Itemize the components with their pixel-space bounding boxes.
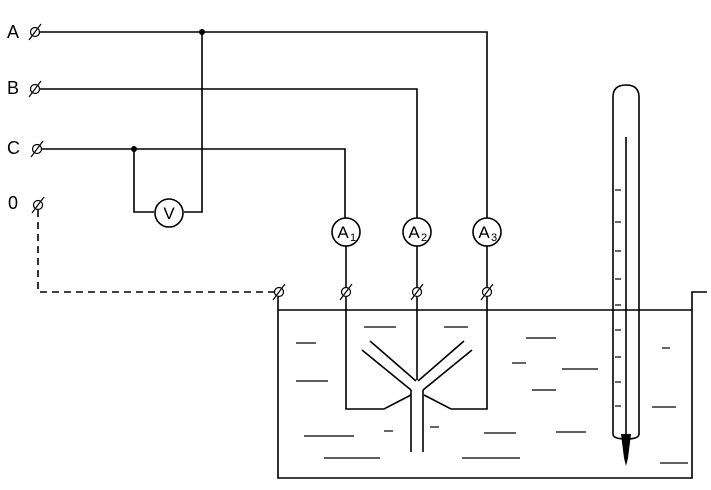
bath-terminal-1: [339, 283, 353, 301]
thermometer-bulb: [621, 434, 631, 466]
terminal-symbol-c: [30, 140, 44, 158]
ammeter-1-index: 1: [350, 232, 356, 244]
voltmeter: V: [154, 198, 184, 228]
electrode-y-shape: [361, 340, 473, 452]
junction-dot-c: [131, 146, 137, 152]
ammeter-3-letter: A: [478, 223, 490, 242]
electrode-lead-1: [345, 297, 412, 410]
bath-terminal-neutral: [272, 283, 286, 301]
wire-voltmeter-a-side: [184, 32, 203, 213]
ammeter-1: A 1: [331, 217, 361, 247]
wire-phase-c: [42, 148, 346, 220]
electrode-lead-3: [423, 297, 488, 410]
ammeter-3: A 3: [472, 217, 502, 247]
ammeter-1-letter: A: [337, 223, 349, 242]
wire-phase-b: [40, 88, 418, 220]
wire-neutral-dashed: [37, 210, 278, 293]
bath-terminal-3: [480, 283, 494, 301]
wire-phase-a: [40, 31, 488, 220]
junction-dot-a: [199, 29, 205, 35]
terminal-label-a: A: [7, 22, 19, 42]
wire-voltmeter-c-side: [133, 149, 154, 213]
liquid-hatching: [296, 326, 688, 464]
terminal-symbol-zero: [31, 196, 45, 214]
terminal-label-c: C: [7, 138, 20, 158]
voltmeter-label: V: [163, 204, 175, 223]
terminal-symbol-a: [28, 23, 42, 41]
ammeter-3-index: 3: [491, 232, 497, 244]
bath-terminal-2: [410, 283, 424, 301]
ammeter-2-index: 2: [421, 232, 427, 244]
ammeter-2: A 2: [402, 217, 432, 247]
terminal-label-zero: 0: [8, 193, 18, 213]
terminal-symbol-b: [28, 80, 42, 98]
thermometer: [612, 84, 640, 466]
thermometer-scale: [615, 189, 621, 407]
terminal-label-b: B: [7, 78, 19, 98]
bath-tank: [277, 291, 707, 479]
ammeter-2-letter: A: [408, 223, 420, 242]
